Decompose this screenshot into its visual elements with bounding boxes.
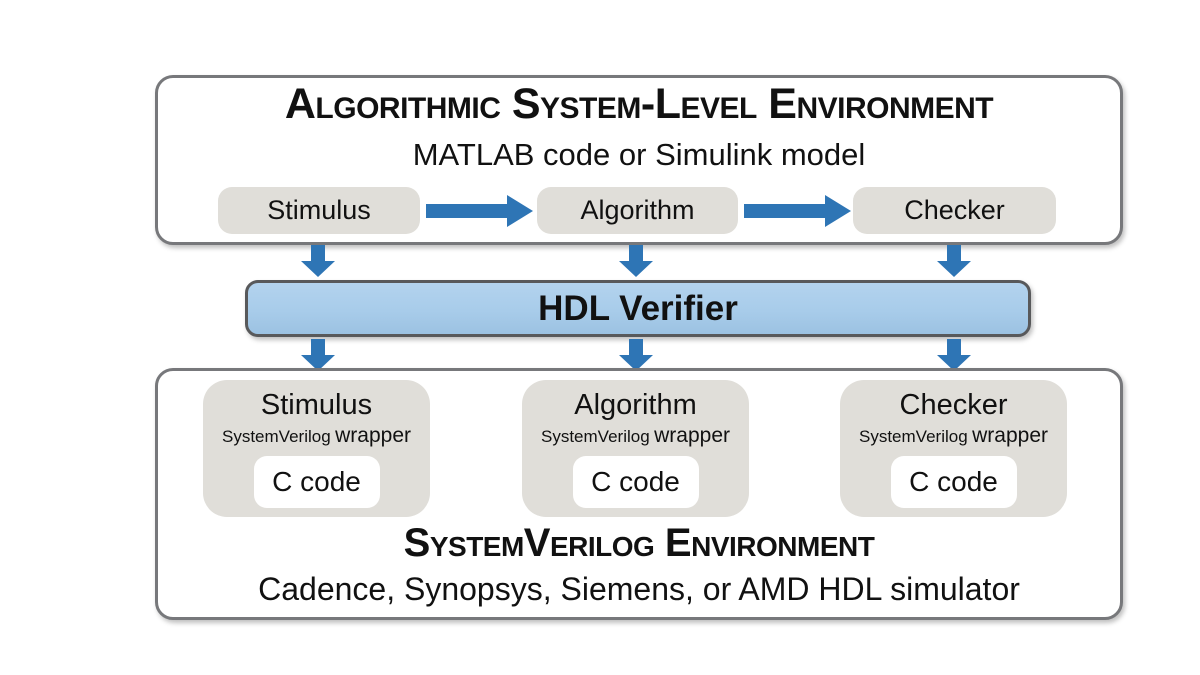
right-arrow-icon: [744, 195, 851, 227]
systemverilog-environment-title: SystemVerilog Environment: [403, 521, 875, 565]
down-arrow-icon: [619, 245, 653, 277]
down-arrow-head: [937, 261, 971, 277]
down-arrow-shaft: [311, 245, 325, 261]
hdl-verifier-bar: HDL Verifier: [245, 280, 1031, 337]
c-code-label: C code: [591, 466, 680, 497]
wrapper-card-algorithm-subtitle: SystemVerilog wrapper: [522, 423, 749, 451]
down-arrow-shaft: [629, 245, 643, 261]
down-arrow-head: [619, 355, 653, 371]
wrapper-card-stimulus: Stimulus SystemVerilog wrapper C code: [203, 380, 430, 517]
down-arrow-head: [619, 261, 653, 277]
wrapper-label: wrapper: [972, 424, 1048, 447]
down-arrow-icon: [937, 339, 971, 371]
pill-checker-label: Checker: [904, 195, 1005, 225]
wrapper-label: wrapper: [654, 424, 730, 447]
down-arrow-head: [301, 261, 335, 277]
systemverilog-label: SystemVerilog: [859, 427, 968, 446]
pill-checker: Checker: [853, 187, 1056, 234]
wrapper-card-algorithm-title: Algorithm: [574, 389, 697, 421]
pill-stimulus: Stimulus: [218, 187, 420, 234]
pill-algorithm: Algorithm: [537, 187, 738, 234]
wrapper-card-checker: Checker SystemVerilog wrapper C code: [840, 380, 1067, 517]
down-arrow-shaft: [311, 339, 325, 355]
down-arrow-head: [937, 355, 971, 371]
c-code-box-algorithm: C code: [572, 456, 699, 508]
algorithmic-environment-title: Algorithmic System-Level Environment: [284, 80, 994, 128]
systemverilog-label: SystemVerilog: [222, 427, 331, 446]
systemverilog-label: SystemVerilog: [541, 427, 650, 446]
right-arrow-icon: [426, 195, 533, 227]
down-arrow-shaft: [947, 339, 961, 355]
c-code-box-checker: C code: [890, 456, 1017, 508]
wrapper-label: wrapper: [335, 424, 411, 447]
down-arrow-icon: [301, 339, 335, 371]
pill-stimulus-label: Stimulus: [267, 195, 371, 225]
wrapper-card-checker-title: Checker: [899, 389, 1008, 421]
down-arrow-shaft: [947, 245, 961, 261]
right-arrow-shaft: [426, 204, 507, 218]
wrapper-card-checker-subtitle: SystemVerilog wrapper: [840, 423, 1067, 451]
down-arrow-icon: [619, 339, 653, 371]
simulator-vendors-subtitle: Cadence, Synopsys, Siemens, or AMD HDL s…: [258, 571, 1020, 607]
down-arrow-icon: [937, 245, 971, 277]
c-code-box-stimulus: C code: [253, 456, 380, 508]
c-code-label: C code: [272, 466, 361, 497]
right-arrow-head: [825, 195, 851, 227]
down-arrow-shaft: [629, 339, 643, 355]
wrapper-card-stimulus-subtitle: SystemVerilog wrapper: [203, 423, 430, 451]
pill-algorithm-label: Algorithm: [580, 195, 695, 225]
down-arrow-icon: [301, 245, 335, 277]
matlab-simulink-subtitle: MATLAB code or Simulink model: [412, 137, 866, 172]
wrapper-card-algorithm: Algorithm SystemVerilog wrapper C code: [522, 380, 749, 517]
c-code-label: C code: [909, 466, 998, 497]
right-arrow-head: [507, 195, 533, 227]
wrapper-card-stimulus-title: Stimulus: [260, 389, 373, 421]
down-arrow-head: [301, 355, 335, 371]
hdl-verifier-label: HDL Verifier: [538, 289, 738, 328]
right-arrow-shaft: [744, 204, 825, 218]
